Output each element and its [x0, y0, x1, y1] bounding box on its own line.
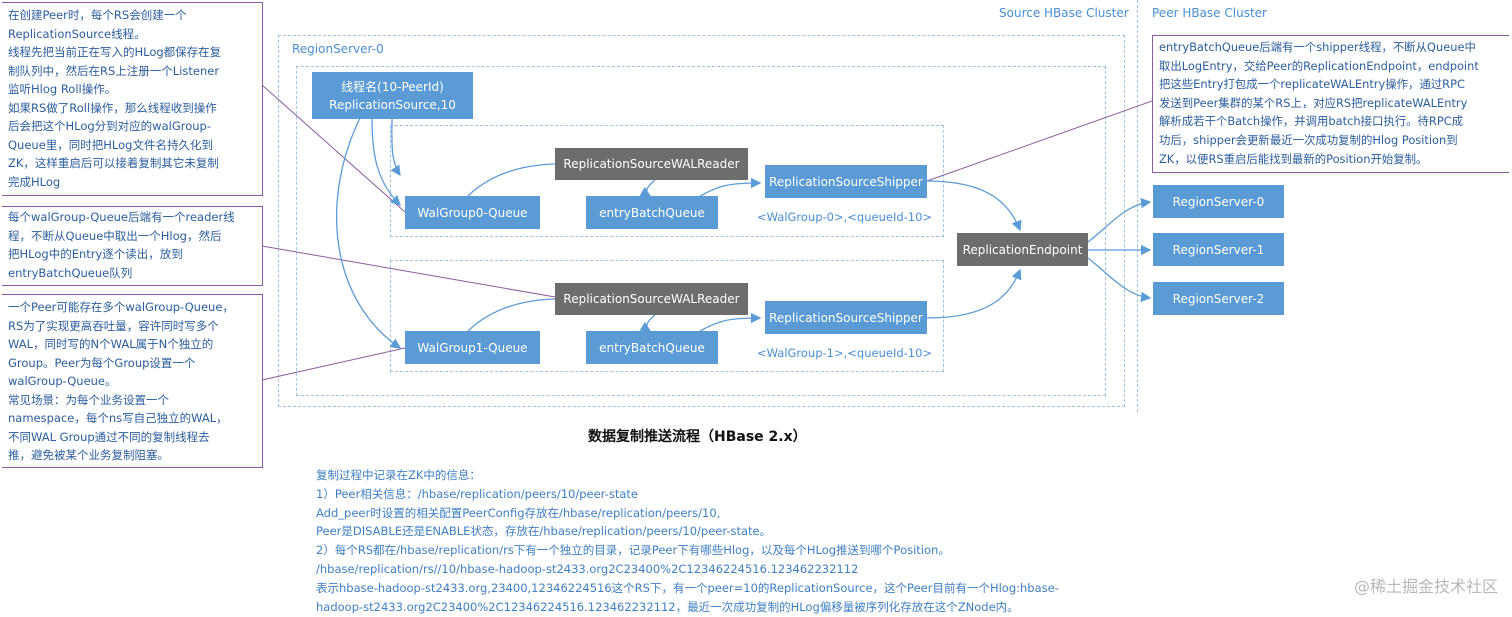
replication-source-line2: ReplicationSource,10: [329, 97, 456, 112]
note-walgroup: 一个Peer可能存在多个walGroup-Queue， RS为了实现更高吞吐量，…: [8, 300, 234, 462]
wal-reader-0-node: ReplicationSourceWALReader: [555, 148, 748, 180]
replication-source-line1: 线程名(10-PeerId): [341, 79, 444, 94]
note1-bracket: [2, 2, 263, 196]
peer-cluster-label: Peer HBase Cluster: [1152, 6, 1267, 20]
note3-bracket: [2, 294, 263, 468]
watermark: @稀土掘金技术社区: [1353, 577, 1498, 596]
entry-batch-queue-1-node: entryBatchQueue: [586, 331, 718, 364]
replication-source-node: 线程名(10-PeerId) ReplicationSource,10: [312, 72, 473, 119]
entry-batch-queue-0-node: entryBatchQueue: [586, 196, 718, 229]
peer-region-server-0-node: RegionServer-0: [1153, 185, 1284, 218]
note-replication-source: 在创建Peer时，每个RS会创建一个 ReplicationSource线程。 …: [8, 8, 222, 189]
walgroup1-container: [390, 260, 944, 372]
replication-source-container: [296, 66, 1106, 396]
diagram-title: 数据复制推送流程（HBase 2.x）: [588, 429, 807, 445]
shipper-0-node: ReplicationSourceShipper: [765, 165, 927, 198]
note-reader-thread: 每个walGroup-Queue后端有一个reader线 程，不断从Queue中…: [8, 210, 235, 280]
cluster-separator-line: [1137, 0, 1138, 412]
shipper-1-tag: <WalGroup-1>,<queueId-10>: [757, 346, 933, 360]
source-cluster-label: Source HBase Cluster: [999, 6, 1129, 20]
shipper-0-tag: <WalGroup-0>,<queueId-10>: [757, 210, 933, 224]
shipper-1-node: ReplicationSourceShipper: [765, 301, 927, 334]
peer-region-server-2-node: RegionServer-2: [1153, 282, 1284, 315]
wal-reader-1-node: ReplicationSourceWALReader: [555, 283, 748, 315]
walgroup1-queue-node: WalGroup1-Queue: [405, 331, 540, 364]
peer-region-server-1-node: RegionServer-1: [1153, 233, 1284, 266]
walgroup0-queue-node: WalGroup0-Queue: [405, 196, 540, 229]
region-server-0-container: [278, 35, 1125, 407]
note4-bracket: [1152, 35, 1509, 173]
note-shipper: entryBatchQueue后端有一个shipper线程，不断从Queue中 …: [1159, 40, 1479, 166]
replication-endpoint-node: ReplicationEndpoint: [957, 233, 1088, 266]
zk-info-text: 复制过程中记录在ZK中的信息： 1）Peer相关信息：/hbase/replic…: [316, 468, 1059, 614]
region-server-0-label: RegionServer-0: [292, 42, 384, 56]
